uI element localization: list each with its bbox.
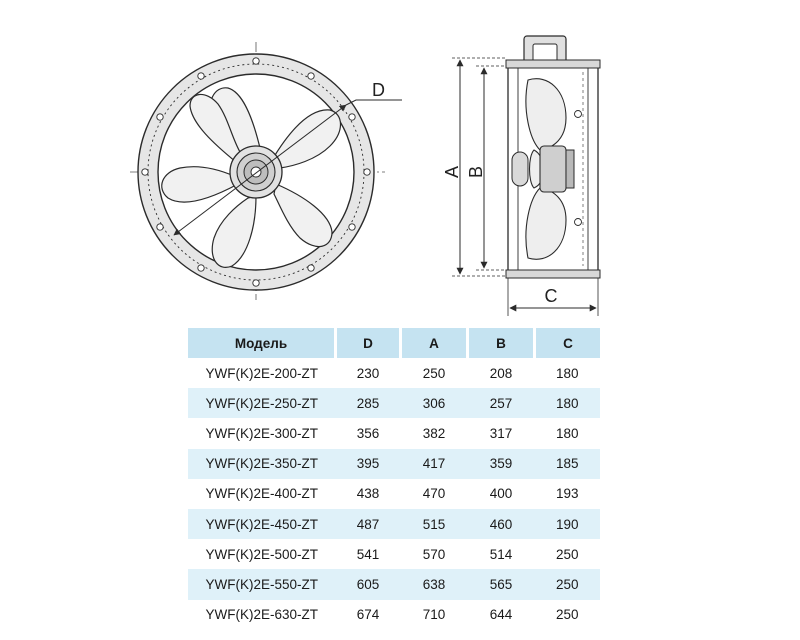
cell-d: 230 (356, 365, 380, 381)
cell-model: YWF(K)2E-630-ZT (205, 607, 318, 623)
header-b: B (466, 328, 535, 358)
header-c: C (533, 328, 600, 358)
flange-bolt-holes (141, 57, 371, 287)
header-d: D (334, 328, 401, 358)
cell-c: 180 (534, 388, 600, 419)
table-row: YWF(K)2E-550-ZT 605 638 565 250 (188, 569, 600, 600)
cell-b: 257 (467, 388, 535, 419)
cell-d: 356 (356, 425, 380, 441)
cell-b: 359 (467, 448, 535, 479)
front-view: D (130, 42, 402, 300)
cell-d: 605 (335, 569, 401, 600)
cell-c: 185 (534, 448, 600, 479)
side-view: A B C (442, 35, 601, 316)
cell-model: YWF(K)2E-550-ZT (188, 569, 336, 600)
table-row: YWF(K)2E-500-ZT 541 570 514 250 (188, 539, 600, 569)
table-header-row: Модель D A B C (188, 328, 600, 358)
cell-d: 487 (335, 508, 401, 540)
dimension-c-label: C (545, 286, 558, 306)
cell-model: YWF(K)2E-200-ZT (205, 365, 318, 381)
cell-a: 570 (422, 546, 446, 562)
cell-a: 417 (400, 448, 468, 479)
cell-model: YWF(K)2E-300-ZT (205, 425, 318, 441)
diameter-d-dimension (173, 104, 347, 236)
cell-c: 180 (555, 425, 579, 441)
table-row: YWF(K)2E-350-ZT 395 417 359 185 (188, 448, 600, 479)
cell-a: 250 (422, 365, 446, 381)
cell-a: 382 (422, 425, 446, 441)
motor-body (539, 145, 567, 193)
cell-b: 514 (489, 546, 513, 562)
cell-a: 515 (400, 508, 468, 540)
cell-b: 317 (489, 425, 513, 441)
cell-c: 190 (534, 508, 600, 540)
cell-d: 541 (356, 546, 380, 562)
cell-model: YWF(K)2E-400-ZT (205, 486, 318, 502)
table-row: YWF(K)2E-630-ZT 674 710 644 250 (188, 600, 600, 630)
table-row: YWF(K)2E-450-ZT 487 515 460 190 (188, 508, 600, 540)
cell-a: 710 (422, 607, 446, 623)
dimension-d-label: D (372, 80, 385, 100)
cell-a: 470 (422, 486, 446, 502)
cell-a: 306 (400, 388, 468, 419)
side-blades (525, 78, 567, 260)
table-row: YWF(K)2E-400-ZT 438 470 400 193 (188, 479, 600, 509)
fan-drawing: D A B C (130, 35, 601, 316)
header-model: Модель (188, 328, 336, 358)
cell-model: YWF(K)2E-250-ZT (188, 388, 336, 419)
cell-model: YWF(K)2E-350-ZT (188, 448, 336, 479)
cell-b: 400 (489, 486, 513, 502)
table-row: YWF(K)2E-200-ZT 230 250 208 180 (188, 358, 600, 388)
cell-c: 250 (534, 569, 600, 600)
dimension-a-label: A (442, 166, 462, 178)
cell-c: 250 (555, 607, 579, 623)
cell-b: 565 (467, 569, 535, 600)
cell-d: 285 (335, 388, 401, 419)
cell-model: YWF(K)2E-500-ZT (205, 546, 318, 562)
cell-a: 638 (400, 569, 468, 600)
cell-c: 250 (555, 546, 579, 562)
specifications-table: Модель D A B C YWF(K)2E-200-ZT 230 250 2… (188, 328, 600, 630)
header-a: A (399, 328, 468, 358)
cell-d: 395 (335, 448, 401, 479)
cell-model: YWF(K)2E-450-ZT (188, 508, 336, 540)
dimension-b-label: B (466, 166, 486, 178)
cell-b: 208 (489, 365, 513, 381)
cell-d: 438 (356, 486, 380, 502)
cell-c: 193 (555, 486, 579, 502)
cell-b: 644 (489, 607, 513, 623)
table-row: YWF(K)2E-300-ZT 356 382 317 180 (188, 418, 600, 448)
cell-d: 674 (356, 607, 380, 623)
cell-c: 180 (555, 365, 579, 381)
cell-b: 460 (467, 508, 535, 540)
table-row: YWF(K)2E-250-ZT 285 306 257 180 (188, 388, 600, 419)
